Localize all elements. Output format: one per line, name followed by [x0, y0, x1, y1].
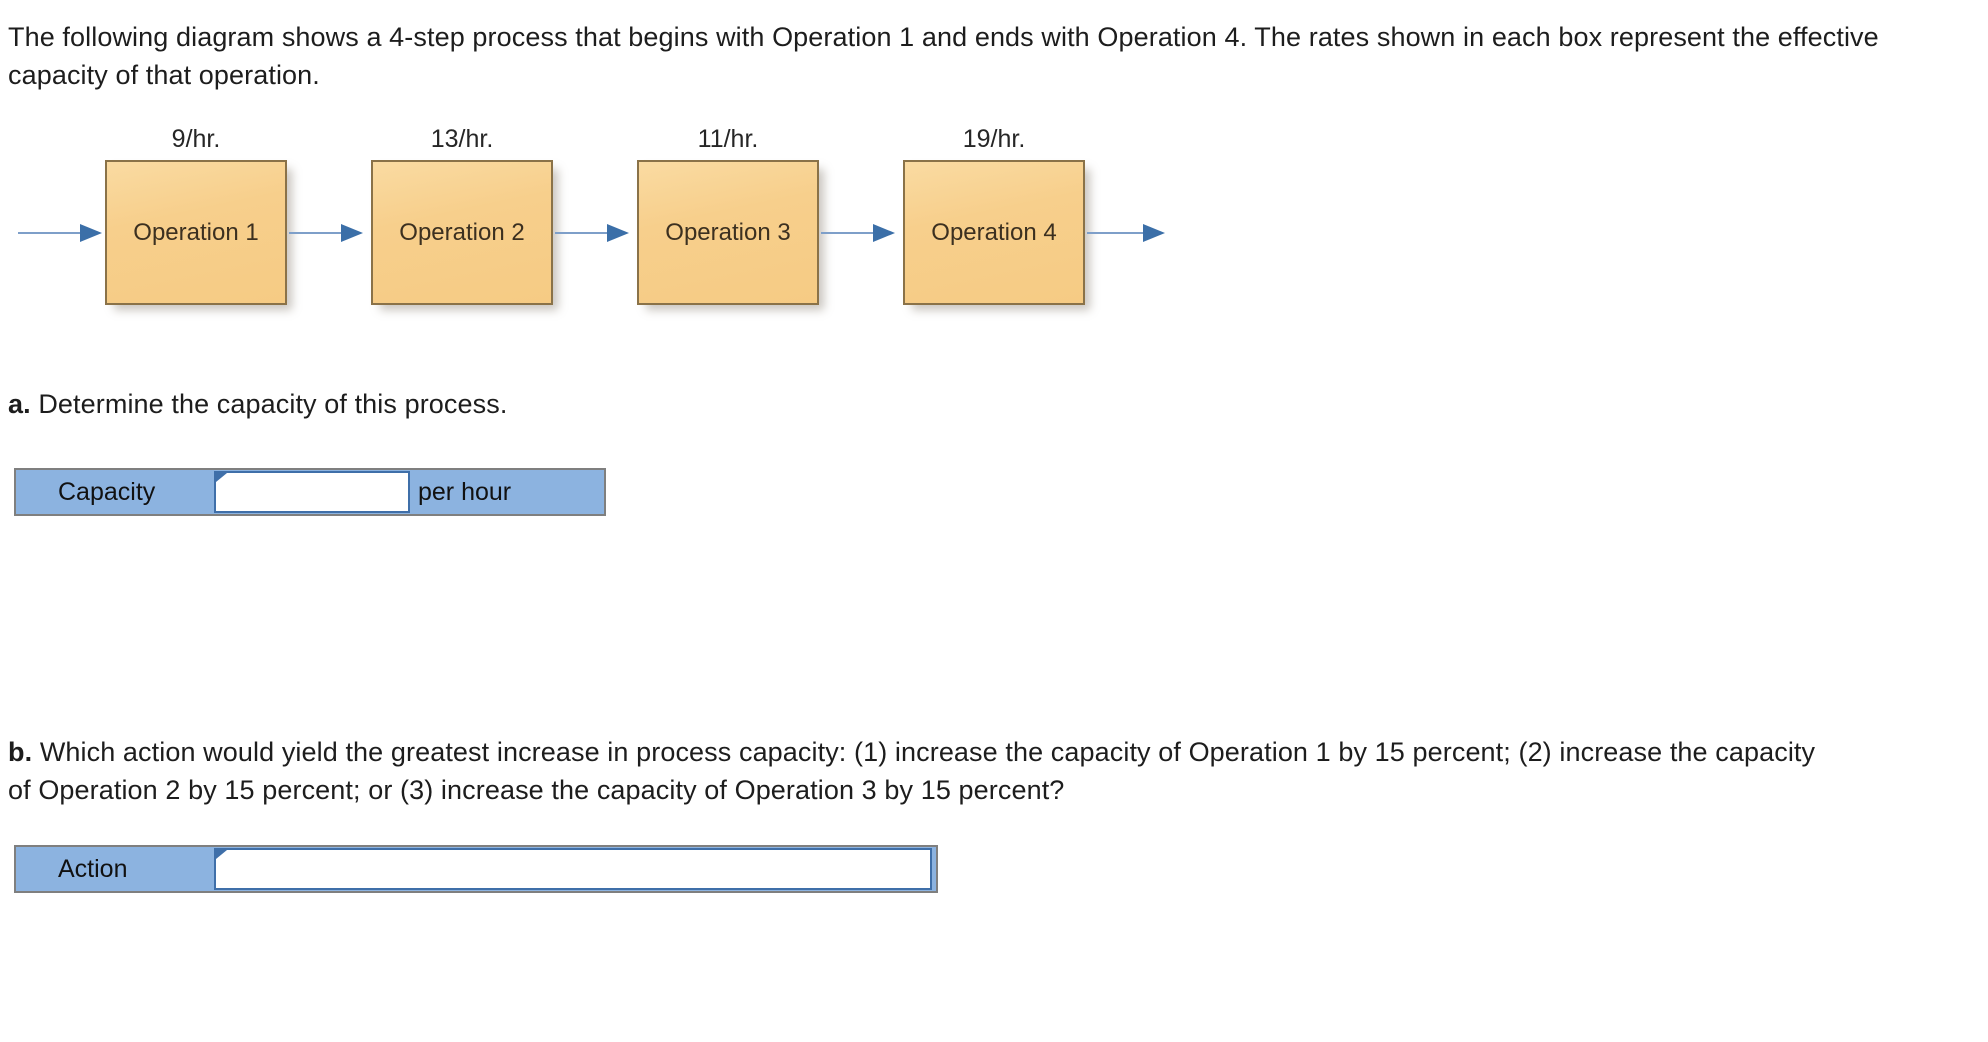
- arrow-head-icon: [80, 224, 102, 242]
- operation-box-2: Operation 2: [371, 160, 553, 305]
- capacity-unit-suffix: per hour: [410, 470, 526, 514]
- capacity-answer-row: Capacity per hour: [14, 468, 606, 516]
- arrow-shaft: [1087, 232, 1149, 234]
- operation-box-4: Operation 4: [903, 160, 1085, 305]
- operation-rate-4: 19/hr.: [962, 125, 1026, 153]
- arrow-shaft: [821, 232, 879, 234]
- capacity-input[interactable]: [216, 473, 408, 511]
- action-answer-row: Action: [14, 845, 938, 893]
- operation-rate-1: 9/hr.: [171, 125, 221, 153]
- capacity-label: Capacity: [16, 470, 214, 514]
- operation-rate-3: 11/hr.: [697, 125, 759, 153]
- operation-box-1: Operation 1: [105, 160, 287, 305]
- intro-paragraph: The following diagram shows a 4-step pro…: [8, 22, 1879, 91]
- flow-arrow-3-to-4: [821, 224, 901, 242]
- operation-label-4: Operation 4: [931, 218, 1057, 246]
- part-b-question: b. Which action would yield the greatest…: [8, 733, 1818, 810]
- arrow-shaft: [289, 232, 347, 234]
- arrow-head-icon: [341, 224, 363, 242]
- arrow-shaft: [555, 232, 613, 234]
- flow-arrow-entry: [18, 224, 108, 242]
- part-a-question-text: Determine the capacity of this process.: [38, 389, 508, 419]
- action-input-wrapper[interactable]: [214, 848, 932, 890]
- operation-rate-2: 13/hr.: [430, 125, 494, 153]
- arrow-head-icon: [873, 224, 895, 242]
- operation-box-3: Operation 3: [637, 160, 819, 305]
- part-a-question: a. Determine the capacity of this proces…: [8, 385, 1208, 423]
- arrow-head-icon: [607, 224, 629, 242]
- operation-label-3: Operation 3: [665, 218, 791, 246]
- capacity-input-wrapper[interactable]: [214, 471, 410, 513]
- operation-label-2: Operation 2: [399, 218, 525, 246]
- part-b-marker: b.: [8, 737, 33, 767]
- operation-label-1: Operation 1: [133, 218, 259, 246]
- arrow-shaft: [18, 232, 88, 234]
- part-a-marker: a.: [8, 389, 31, 419]
- process-flow-diagram: 9/hr. Operation 1 13/hr. Operation 2 11/…: [0, 125, 1200, 310]
- action-input[interactable]: [216, 850, 930, 888]
- arrow-head-icon: [1143, 224, 1165, 242]
- flow-arrow-1-to-2: [289, 224, 369, 242]
- part-b-question-text: Which action would yield the greatest in…: [8, 737, 1816, 806]
- flow-arrow-2-to-3: [555, 224, 635, 242]
- action-label: Action: [16, 847, 214, 891]
- flow-arrow-exit: [1087, 224, 1177, 242]
